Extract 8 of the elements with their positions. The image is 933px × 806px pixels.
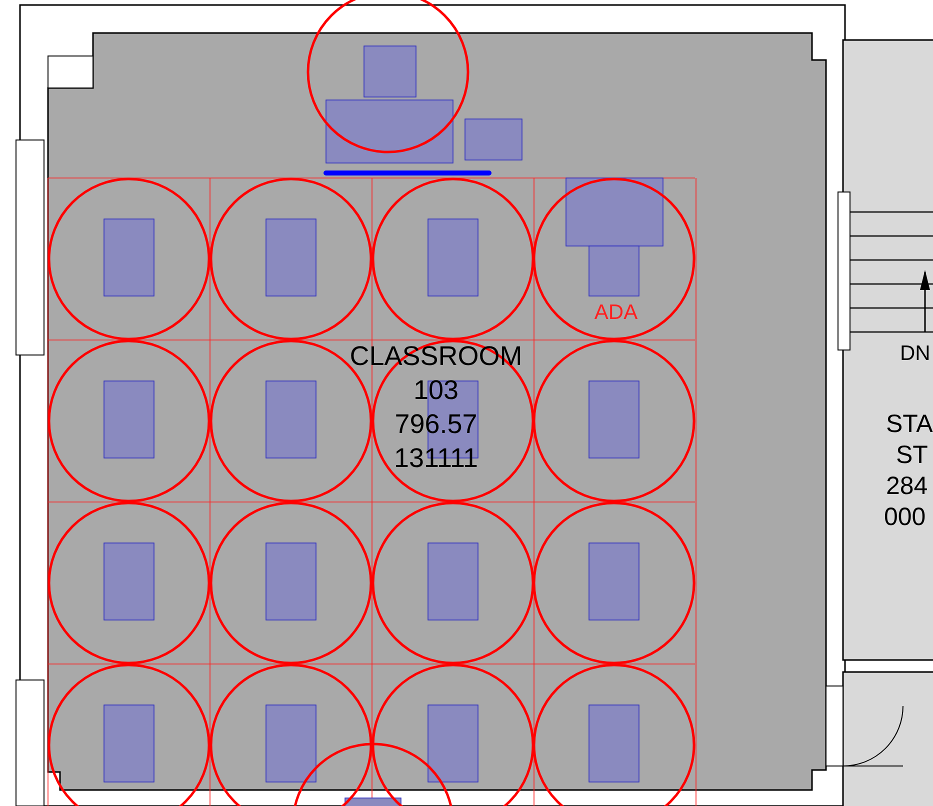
ada-label: ADA bbox=[593, 302, 639, 323]
room-label: 796.57 bbox=[394, 411, 478, 438]
stair-label: 284 bbox=[886, 474, 929, 499]
stair-label: STA bbox=[886, 412, 933, 437]
room-label: 103 bbox=[412, 377, 460, 404]
stair-label: ST bbox=[896, 443, 929, 468]
stair-label: DN bbox=[900, 343, 932, 364]
stair-label: 000 bbox=[884, 505, 927, 530]
